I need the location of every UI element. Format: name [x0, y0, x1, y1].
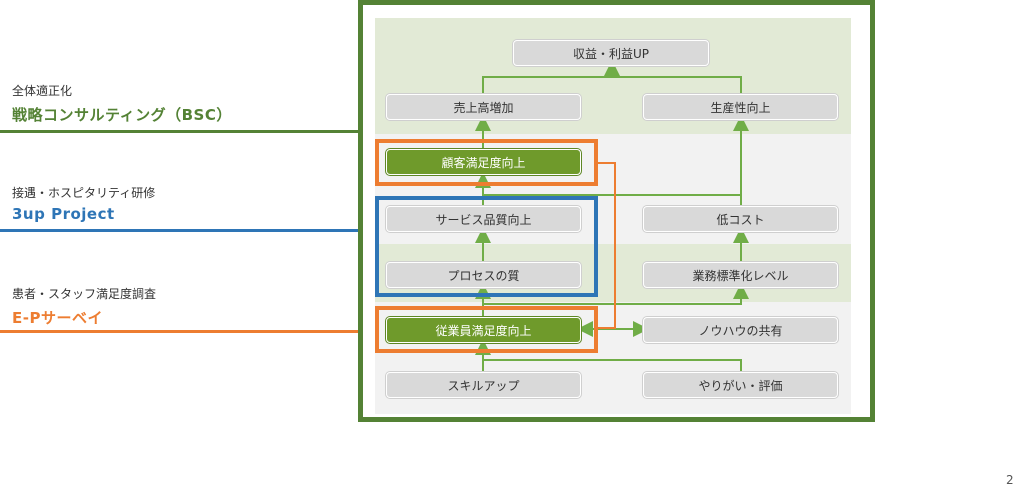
ep-connector-line: [0, 330, 376, 333]
node-skill-up: スキルアップ: [386, 372, 581, 398]
node-customer-satisfaction: 顧客満足度向上: [386, 149, 581, 175]
node-sales: 売上高増加: [386, 94, 581, 120]
node-service-quality: サービス品質向上: [386, 206, 581, 232]
node-profit: 収益・利益UP: [513, 40, 709, 66]
survey-highlight-employee: [375, 306, 598, 353]
node-employee-satisfaction: 従業員満足度向上: [386, 317, 581, 343]
3up-connector-line: [0, 229, 376, 232]
page-number: 2: [1006, 473, 1014, 487]
bsc-caption: 全体適正化: [12, 84, 73, 98]
node-productivity: 生産性向上: [643, 94, 838, 120]
node-knowhow-sharing: ノウハウの共有: [643, 317, 838, 343]
bsc-connector-line: [0, 130, 362, 133]
node-process-quality: プロセスの質: [386, 262, 581, 288]
hospitality-caption: 接遇・ホスピタリティ研修: [12, 186, 156, 200]
node-standardization: 業務標準化レベル: [643, 262, 838, 288]
3up-title: 3up Project: [12, 205, 115, 223]
3up-highlight-box: [375, 196, 598, 297]
survey-caption: 患者・スタッフ満足度調査: [12, 287, 157, 301]
ep-survey-title: E-Pサーベイ: [12, 309, 103, 327]
node-low-cost: 低コスト: [643, 206, 838, 232]
survey-highlight-customer: [375, 139, 598, 186]
bsc-title: 戦略コンサルティング（BSC）: [12, 106, 232, 124]
node-motivation-evaluation: やりがい・評価: [643, 372, 838, 398]
